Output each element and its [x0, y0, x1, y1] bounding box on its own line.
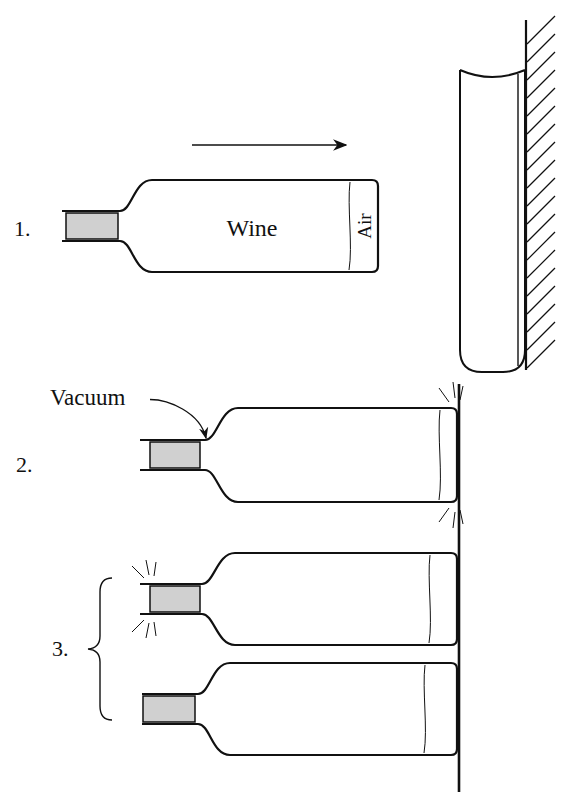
wall-hatching: [527, 322, 555, 350]
bottle-drawing: [55, 175, 385, 280]
impact-mark: [146, 623, 149, 638]
bottle: [140, 553, 457, 645]
cork: [143, 696, 195, 722]
step-number: 1.: [14, 218, 31, 240]
motion-arrow: [192, 144, 346, 146]
bottle-node: Wine Air: [55, 175, 385, 280]
wall-hatching: [527, 88, 555, 116]
air-label: Air: [355, 213, 374, 238]
brace: [88, 578, 112, 720]
air-surface: [424, 665, 425, 753]
impact-mark: [453, 512, 455, 528]
impact-mark: [439, 388, 449, 402]
wall-hatching: [527, 70, 555, 98]
leader-line: [150, 400, 206, 439]
wall: [525, 20, 527, 370]
wall-hatching: [527, 340, 555, 368]
impact-mark: [154, 562, 156, 576]
wall-hatching: [527, 124, 555, 152]
pipe-wall: [517, 74, 518, 366]
step-number: 2.: [16, 454, 33, 476]
vacuum-label: Vacuum: [50, 386, 125, 409]
bottle: [140, 408, 457, 502]
wall-hatching: [527, 16, 555, 44]
wall-hatching: [527, 268, 555, 296]
air-surface: [349, 182, 350, 270]
wall-hatching: [527, 232, 555, 260]
contents-label: Wine: [226, 216, 277, 240]
wall-hatching: [527, 142, 555, 170]
wall-hatching: [527, 250, 555, 278]
impact-mark: [460, 386, 463, 400]
wall-hatching: [527, 106, 555, 134]
bottle: [142, 663, 457, 755]
step-number: 3.: [52, 638, 69, 660]
impact-mark: [132, 620, 144, 632]
wall-hatching: [527, 286, 555, 314]
bottle-outline: [140, 553, 457, 645]
impact-mark: [132, 566, 144, 578]
air-surface: [429, 555, 430, 643]
wall-hatching: [527, 304, 555, 332]
bottle-outline: [62, 180, 378, 272]
wall-hatching: [527, 178, 555, 206]
cork: [150, 586, 200, 612]
wall-hatching: [527, 34, 555, 62]
pipe: [460, 70, 525, 372]
wall-hatching: [527, 52, 555, 80]
impact-mark: [146, 560, 149, 575]
impact-mark: [453, 382, 455, 398]
bottle-outline: [140, 408, 457, 502]
impact-mark: [460, 510, 463, 524]
wall-hatching: [527, 160, 555, 188]
impact-mark: [154, 622, 156, 636]
cork: [150, 442, 200, 468]
wall-hatching: [527, 196, 555, 224]
impact-mark: [439, 508, 449, 522]
cork: [66, 213, 118, 239]
bottle-outline: [142, 663, 457, 755]
air-surface: [439, 410, 440, 500]
wall-hatching: [527, 214, 555, 242]
